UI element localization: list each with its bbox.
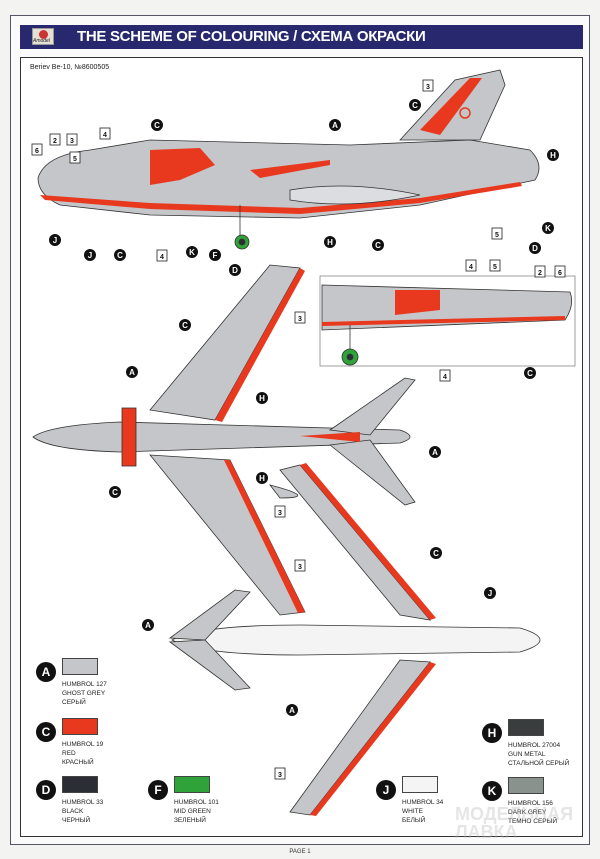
paint-name: BLACK [62,808,84,815]
paint-name: GUN METAL [508,751,546,758]
svg-text:H: H [327,238,333,247]
svg-text:C: C [412,101,418,110]
svg-text:C: C [154,121,160,130]
svg-text:3: 3 [278,772,282,779]
svg-text:D: D [532,244,538,253]
paint-name-ru: КРАСНЫЙ [62,759,94,766]
paint-letter-f-icon: F [148,780,168,800]
svg-text:4: 4 [160,254,164,261]
color-swatch [62,718,98,735]
svg-text:3: 3 [70,138,74,145]
paint-code: HUMBROL 127 [62,681,107,688]
paint-letter-h-icon: H [482,723,502,743]
callout-markers: C A C H J J C K F D H C D K C A H H C A C J A A C 6 2 3 5 4… [31,79,566,780]
aircraft-subtitle: Beriev Be-10, №8600505 [30,64,110,71]
paint-code: HUMBROL 156 [508,800,553,807]
svg-text:A: A [145,621,151,630]
svg-text:K: K [545,224,551,233]
svg-text:K: K [189,248,195,257]
svg-text:A: A [129,368,135,377]
paint-name-ru: БЕЛЫЙ [402,817,426,824]
svg-text:6: 6 [558,270,562,277]
paint-code: HUMBROL 101 [174,799,219,806]
svg-text:D: D [232,266,238,275]
svg-text:4: 4 [103,132,107,139]
page-number: PAGE 1 [289,849,311,855]
svg-text:H: H [259,394,265,403]
svg-text:C: C [182,321,188,330]
color-swatch [508,719,544,736]
page-title: THE SCHEME OF COLOURING / СХЕМА ОКРАСКИ [77,28,426,45]
bottom-view [168,463,541,816]
paint-code: HUMBROL 19 [62,741,104,748]
paint-letter-d-icon: D [36,780,56,800]
svg-text:J: J [53,236,57,245]
svg-text:4: 4 [469,264,473,271]
paint-name-ru: ЗЕЛЕНЫЙ [174,817,206,824]
svg-text:C: C [433,549,439,558]
paint-name: GHOST GREY [62,690,106,697]
paint-name: DARK GREY [508,809,547,816]
paint-name-ru: СТАЛЬНОЙ СЕРЫЙ [508,760,570,767]
svg-text:3: 3 [426,84,430,91]
paint-name: WHITE [402,808,423,815]
svg-text:5: 5 [495,232,499,239]
svg-text:J: J [488,589,492,598]
paint-letter-j-icon: J [376,780,396,800]
paint-letter-c-icon: C [36,722,56,742]
paint-letter-k-icon: K [482,781,502,801]
paint-code: HUMBROL 33 [62,799,104,806]
svg-text:A: A [332,121,338,130]
paint-name-ru: ЧЕРНЫЙ [62,817,91,824]
color-swatch [508,777,544,794]
color-swatch [174,776,210,793]
svg-text:C: C [112,488,118,497]
svg-text:3: 3 [278,510,282,517]
detail-view [319,275,576,367]
watermark: МОДЕЛЬНАЯ ЛАВКА [455,804,574,842]
svg-text:3: 3 [298,564,302,571]
svg-text:C: C [117,251,123,260]
paint-code: HUMBROL 27004 [508,742,561,749]
color-swatch [402,776,438,793]
paint-name-ru: ТЕМНО СЕРЫЙ [508,818,558,825]
amodel-logo: Amodel [32,28,54,45]
top-view [32,264,416,616]
svg-text:3: 3 [298,316,302,323]
svg-text:4: 4 [443,374,447,381]
paint-name-ru: СЕРЫЙ [62,699,86,706]
svg-text:A: A [289,706,295,715]
svg-text:2: 2 [538,270,542,277]
header-bar: Amodel THE SCHEME OF COLOURING / СХЕМА О… [20,25,583,49]
svg-text:J: J [88,251,92,260]
svg-text:F: F [213,251,218,260]
paint-letter-a-icon: A [36,662,56,682]
svg-text:2: 2 [53,138,57,145]
svg-text:H: H [550,151,556,160]
side-view [37,69,540,250]
color-swatch [62,776,98,793]
paint-name: MID GREEN [174,808,211,815]
svg-text:A: A [432,448,438,457]
svg-text:H: H [259,474,265,483]
svg-text:6: 6 [35,148,39,155]
paint-name: RED [62,750,76,757]
svg-text:C: C [527,369,533,378]
color-swatch [62,658,98,675]
paint-code: HUMBROL 34 [402,799,444,806]
svg-text:C: C [375,241,381,250]
svg-text:5: 5 [493,264,497,271]
svg-text:5: 5 [73,156,77,163]
